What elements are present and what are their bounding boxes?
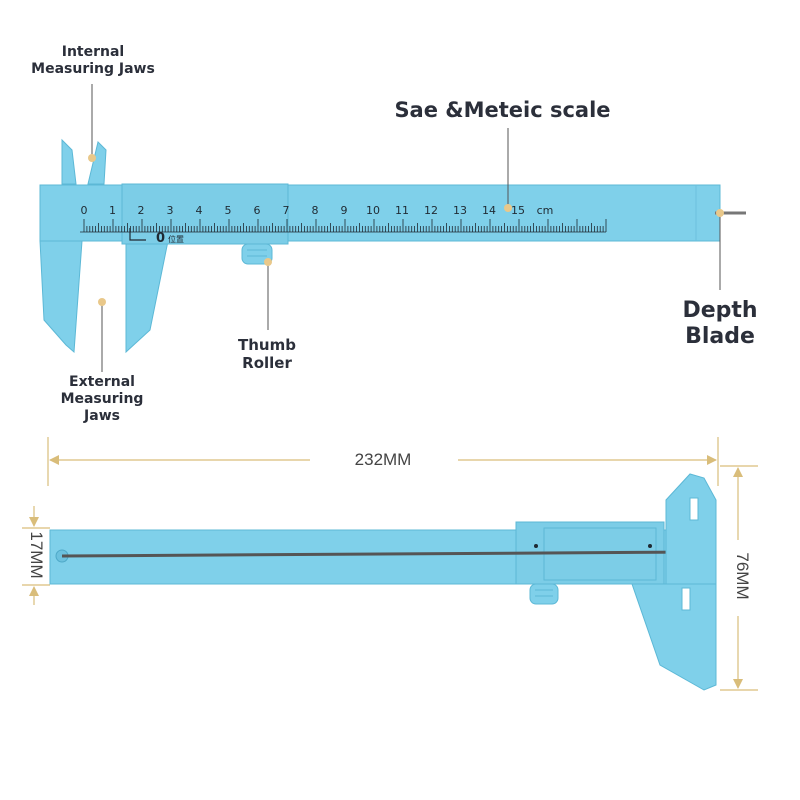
external-jaw-sliding — [125, 240, 169, 354]
main-scale-ticks — [80, 219, 607, 233]
dimension-height: 76MM — [733, 552, 752, 600]
vernier-index-mark — [129, 228, 146, 241]
internal-jaw-fixed — [61, 138, 77, 185]
leader-dot — [504, 204, 512, 212]
label-line: External — [69, 374, 135, 390]
scale-number: 2 — [138, 204, 145, 217]
scale-number: 13 — [453, 204, 467, 217]
scale-number: 10 — [366, 204, 380, 217]
dimension-length: 232MM — [354, 450, 412, 469]
label-scale: Sae &Meteic scale — [390, 98, 615, 123]
leaders — [91, 84, 721, 372]
back-thumb-roller — [529, 583, 559, 605]
label-depth-blade: Depth Blade — [660, 298, 780, 351]
label-line: Thumb — [238, 336, 296, 354]
leader-dot — [88, 154, 96, 162]
dimension-lines — [22, 437, 758, 691]
back-jaw-lower — [631, 583, 717, 691]
back-jaw-upper — [665, 473, 717, 585]
scale-number: 9 — [341, 204, 348, 217]
leader-dots — [88, 154, 724, 306]
label-line: Roller — [242, 354, 292, 372]
label-external-jaws: External Measuring Jaws — [44, 374, 160, 424]
label-line: Measuring — [60, 390, 144, 407]
label-thumb-roller: Thumb Roller — [222, 336, 312, 372]
external-jaw-fixed — [39, 240, 83, 354]
label-line: Sae &Meteic scale — [394, 98, 611, 122]
vernier-text: 位置 — [168, 234, 184, 244]
caliper-back-view — [49, 473, 717, 691]
leader-dot — [716, 209, 724, 217]
scale-number: 7 — [283, 204, 290, 217]
scale-numbers: 0 1 2 3 4 5 6 7 8 9 10 11 12 13 14 15 cm — [81, 204, 554, 217]
scale-unit: cm — [537, 204, 554, 217]
scale-number: 14 — [482, 204, 496, 217]
scale-number: 0 — [81, 204, 88, 217]
label-line: Internal — [61, 44, 125, 60]
scale-number: 4 — [196, 204, 203, 217]
vernier-zero: 0 — [156, 231, 165, 246]
label-line: Blade — [685, 324, 755, 350]
leader-dot — [264, 258, 272, 266]
label-line: Depth — [682, 298, 758, 323]
label-line: Jaws — [84, 407, 120, 424]
scale-number: 1 — [109, 204, 116, 217]
caliper-front-view: 0 1 2 3 4 5 6 7 8 9 10 11 12 13 14 15 cm… — [39, 138, 746, 354]
scale-number: 12 — [424, 204, 438, 217]
label-internal-jaws: Internal Measuring Jaws — [18, 44, 168, 78]
leader-dot — [98, 298, 106, 306]
dimension-width: 17MM — [27, 531, 46, 579]
label-line: Measuring Jaws — [31, 60, 155, 77]
back-depth-rod — [61, 550, 705, 558]
scale-number: 3 — [167, 204, 174, 217]
scale-number: 8 — [312, 204, 319, 217]
scale-number: 15 — [511, 204, 525, 217]
internal-jaw-sliding — [87, 141, 107, 185]
thumb-roller — [241, 243, 273, 265]
vernier-slider — [121, 183, 289, 245]
scale-number: 6 — [254, 204, 261, 217]
scale-number: 5 — [225, 204, 232, 217]
scale-number: 11 — [395, 204, 409, 217]
